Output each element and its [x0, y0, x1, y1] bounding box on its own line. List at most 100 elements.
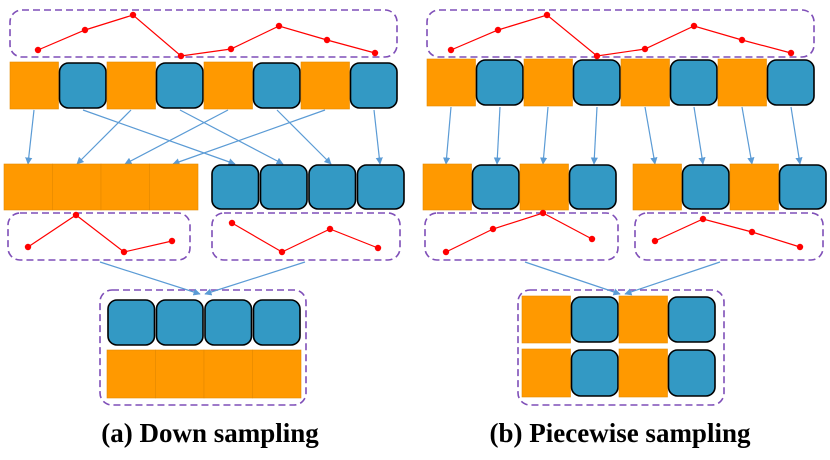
a-input-block-1-blue [58, 62, 107, 109]
b-input-sequence-line-point-0 [447, 46, 455, 54]
b-input-sequence-line-point-4 [641, 45, 649, 53]
b-input-sequence-line-point-7 [787, 49, 795, 57]
b-output-row1-block-1-blue [570, 296, 619, 343]
b-group-left-sequence-line-point-3 [588, 235, 596, 243]
b-group-left-block-2-orange [519, 163, 569, 211]
a-output-box [99, 289, 307, 406]
b-arrow-3 [590, 106, 598, 165]
a-output-row2-block-0-orange [106, 349, 156, 399]
b-group-right-sequence-line-point-0 [651, 237, 659, 245]
caption-piecewise-sampling: (b) Piecewise sampling [489, 418, 751, 448]
a-input-block-7-blue [349, 62, 398, 109]
a-group-orange-sequence-line-point-3 [168, 237, 176, 245]
a-arrow-4 [124, 109, 229, 165]
a-group-blue-block-2-blue [308, 164, 357, 210]
a-group-orange-sequence-line [27, 214, 173, 253]
b-group-right-block-1-blue [681, 164, 730, 210]
a-arrow-6 [172, 109, 326, 166]
a-input-block-0-orange [9, 61, 59, 110]
a-arrow-3 [179, 109, 284, 165]
b-group-left-sequence-line-point-2 [539, 209, 547, 217]
a-arrow-7 [373, 109, 383, 165]
a-input-block-4-orange [203, 61, 253, 110]
b-input-block-3-blue [572, 59, 621, 106]
b-output-row2-block-0-orange [521, 348, 571, 398]
b-arrow-2 [539, 106, 549, 165]
a-group-orange-sequence-line-point-1 [72, 211, 80, 219]
b-input-sequence-line-point-2 [543, 11, 551, 19]
a-group-orange-sequence-line-point-2 [120, 248, 128, 256]
b-group-left-sequence-line-point-0 [442, 248, 450, 256]
b-arrow-5 [693, 106, 706, 165]
a-input-sequence-box [9, 9, 398, 58]
b-input-sequence-line-point-5 [690, 22, 698, 30]
a-group-blue-sequence-line-point-3 [374, 244, 382, 252]
a-arrow-1 [82, 109, 236, 166]
a-group-blue-sequence-line-point-0 [228, 219, 236, 227]
a-input-sequence-line-point-1 [81, 26, 89, 34]
b-group-right-block-0-orange [632, 163, 682, 211]
a-output-row2-block-2-orange [203, 349, 253, 399]
a-group-blue-sequence-box [211, 212, 401, 261]
b-input-sequence-line-point-6 [738, 36, 746, 44]
b-arrow-merge-right [624, 261, 721, 296]
a-arrow-2 [76, 109, 132, 165]
a-input-sequence-line-point-4 [227, 45, 235, 53]
a-input-block-6-orange [300, 61, 350, 110]
caption-down-sampling: (a) Down sampling [101, 418, 319, 448]
a-group-orange-block-3-orange [149, 163, 199, 211]
b-group-right-sequence-box [634, 212, 824, 261]
b-group-left-sequence-line [445, 212, 593, 253]
a-input-sequence-line-point-5 [275, 22, 283, 30]
b-group-left-sequence-box [424, 212, 619, 261]
b-output-row1-block-3-blue [667, 296, 716, 343]
a-input-sequence-line-point-0 [34, 46, 42, 54]
b-arrow-1 [493, 106, 501, 165]
a-input-block-5-blue [252, 62, 301, 109]
b-input-sequence-box [426, 9, 815, 58]
b-group-right-sequence-line [654, 218, 801, 248]
a-output-row1-block-1-blue [155, 299, 204, 346]
a-group-orange-block-1-orange [52, 163, 102, 211]
a-input-sequence-line-point-6 [323, 36, 331, 44]
b-arrow-merge-left [524, 261, 621, 296]
a-output-row2-block-1-orange [155, 349, 205, 399]
b-output-row2-block-1-blue [570, 349, 619, 397]
b-group-left-block-3-blue [568, 164, 617, 210]
b-output-box [517, 289, 725, 406]
b-group-left-block-0-orange [422, 163, 472, 211]
b-input-block-5-blue [669, 59, 718, 106]
b-input-block-2-orange [523, 58, 573, 107]
a-output-row1-block-3-blue [252, 299, 301, 346]
a-group-blue-sequence-line-point-2 [326, 225, 334, 233]
a-group-blue-block-3-blue [356, 164, 405, 210]
a-output-row1-block-2-blue [204, 299, 253, 346]
b-output-row1-block-0-orange [521, 295, 571, 344]
a-input-sequence-line-point-2 [129, 11, 137, 19]
a-group-blue-block-1-blue [259, 164, 308, 210]
a-output-row1-block-0-blue [107, 299, 156, 346]
b-output-row1-block-2-orange [618, 295, 668, 344]
a-group-blue-sequence-line [231, 222, 379, 253]
a-arrow-merge-right [204, 261, 306, 296]
b-group-right-sequence-line-point-1 [699, 215, 707, 223]
a-output-row2-block-3-orange [252, 349, 302, 399]
b-group-right-sequence-line-point-2 [748, 228, 756, 236]
b-group-right-block-3-blue [778, 164, 827, 210]
b-arrow-0 [442, 106, 452, 165]
a-arrow-0 [25, 109, 35, 165]
b-group-left-block-1-blue [471, 164, 520, 210]
b-input-block-4-orange [620, 58, 670, 107]
b-arrow-6 [741, 106, 755, 165]
a-group-orange-sequence-box [7, 212, 191, 261]
a-group-orange-block-2-orange [100, 163, 150, 211]
b-output-row2-block-2-orange [618, 348, 668, 398]
b-input-sequence-line-point-3 [593, 52, 601, 60]
b-group-right-block-2-orange [729, 163, 779, 211]
b-group-right-sequence-line-point-3 [796, 243, 804, 251]
a-group-orange-sequence-line-point-0 [24, 243, 32, 251]
b-output-row2-block-3-blue [667, 349, 716, 397]
a-input-sequence-line-point-3 [177, 52, 185, 60]
a-input-block-2-orange [106, 61, 156, 110]
